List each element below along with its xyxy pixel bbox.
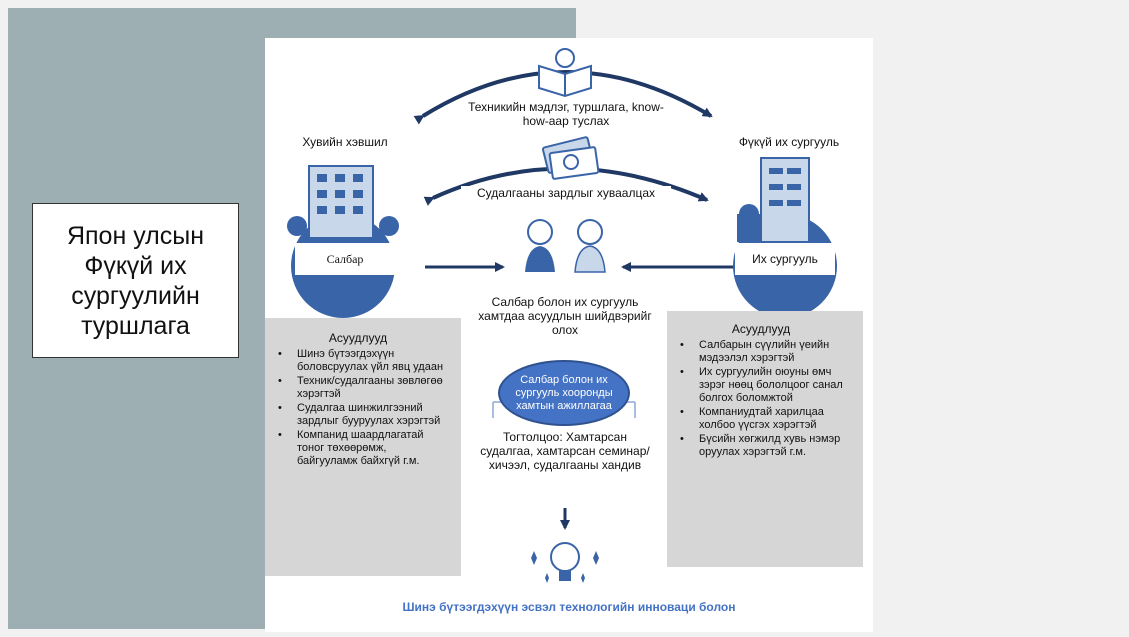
list-item: Их сургуулийн оюуны өмч зэрэг нөөц болол… [680,366,853,405]
company-node-label-bg [295,243,395,275]
footer-caption: Шинэ бүтээгдэхүүн эсвэл технологийн инно… [402,600,736,614]
list-item: Компанид шаардлагатай тоног төхөөрөмж, б… [278,429,449,468]
company-node-label: Салбар [326,252,364,266]
top-arc-label: Техникийн мэдлэг, туршлага, know-how-аар… [461,100,671,128]
diagram-graphics [287,48,837,583]
university-icon [737,157,810,243]
company-issues-header: Асуудлууд [328,331,388,345]
slide-title-box: Япон улсын Фүкүй их сургуулийн туршлага [32,203,239,358]
collaboration-ellipse: Салбар болон их сургууль хооронды хамтын… [498,360,630,426]
university-issues-list: Салбарын сүүлийн үеийн мэдээлэл хэрэгтэй… [669,339,853,459]
list-item: Салбарын сүүлийн үеийн мэдээлэл хэрэгтэй [680,339,853,365]
company-issues-box: Асуудлууд Шинэ бүтээгдэхүүн боловсруулах… [265,318,461,576]
collaboration-diagram: Техникийн мэдлэг, туршлага, know-how-аар… [265,38,873,632]
list-item: Техник/судалгааны зөвлөгөө хэрэгтэй [278,375,449,401]
lightbulb-icon [531,542,599,583]
money-icon [541,136,600,180]
list-item: Компаниудтай харилцаа холбоо үүсгэх хэрэ… [680,406,853,432]
collaboration-ellipse-text: Салбар болон их сургууль хооронды хамтын… [515,373,613,412]
list-item: Бүсийн хөгжилд хувь нэмэр оруулах хэрэгт… [680,433,853,459]
company-issues-list: Шинэ бүтээгдэхүүн боловсруулах үйл явц у… [267,348,449,468]
company-title: Хувийн хэвшил [302,135,388,149]
system-text: Тогтолцоо: Хамтарсан судалгаа, хамтарсан… [480,430,650,472]
business-people-icon [525,219,606,273]
university-node-label-bg [735,243,835,275]
university-issues-header: Асуудлууд [731,322,791,336]
book-lightbulb-icon [538,48,592,98]
university-node-label: Их сургууль [752,252,818,266]
center-caption: Салбар болон их сургууль хамтдаа асуудлы… [478,295,652,337]
top-arc-arrow [413,70,713,125]
mid-arc-label: Судалгааны зардлыг хуваалцах [461,186,671,200]
list-item: Судалгаа шинжилгээний зардлыг бууруулах … [278,402,449,428]
building-icon [287,165,399,239]
list-item: Шинэ бүтээгдэхүүн боловсруулах үйл явц у… [278,348,449,374]
slide-title: Япон улсын Фүкүй их сургуулийн туршлага [66,221,205,340]
university-title: Фүкүй их сургууль [738,135,840,149]
university-issues-box: Асуудлууд Салбарын сүүлийн үеийн мэдээлэ… [667,311,863,567]
